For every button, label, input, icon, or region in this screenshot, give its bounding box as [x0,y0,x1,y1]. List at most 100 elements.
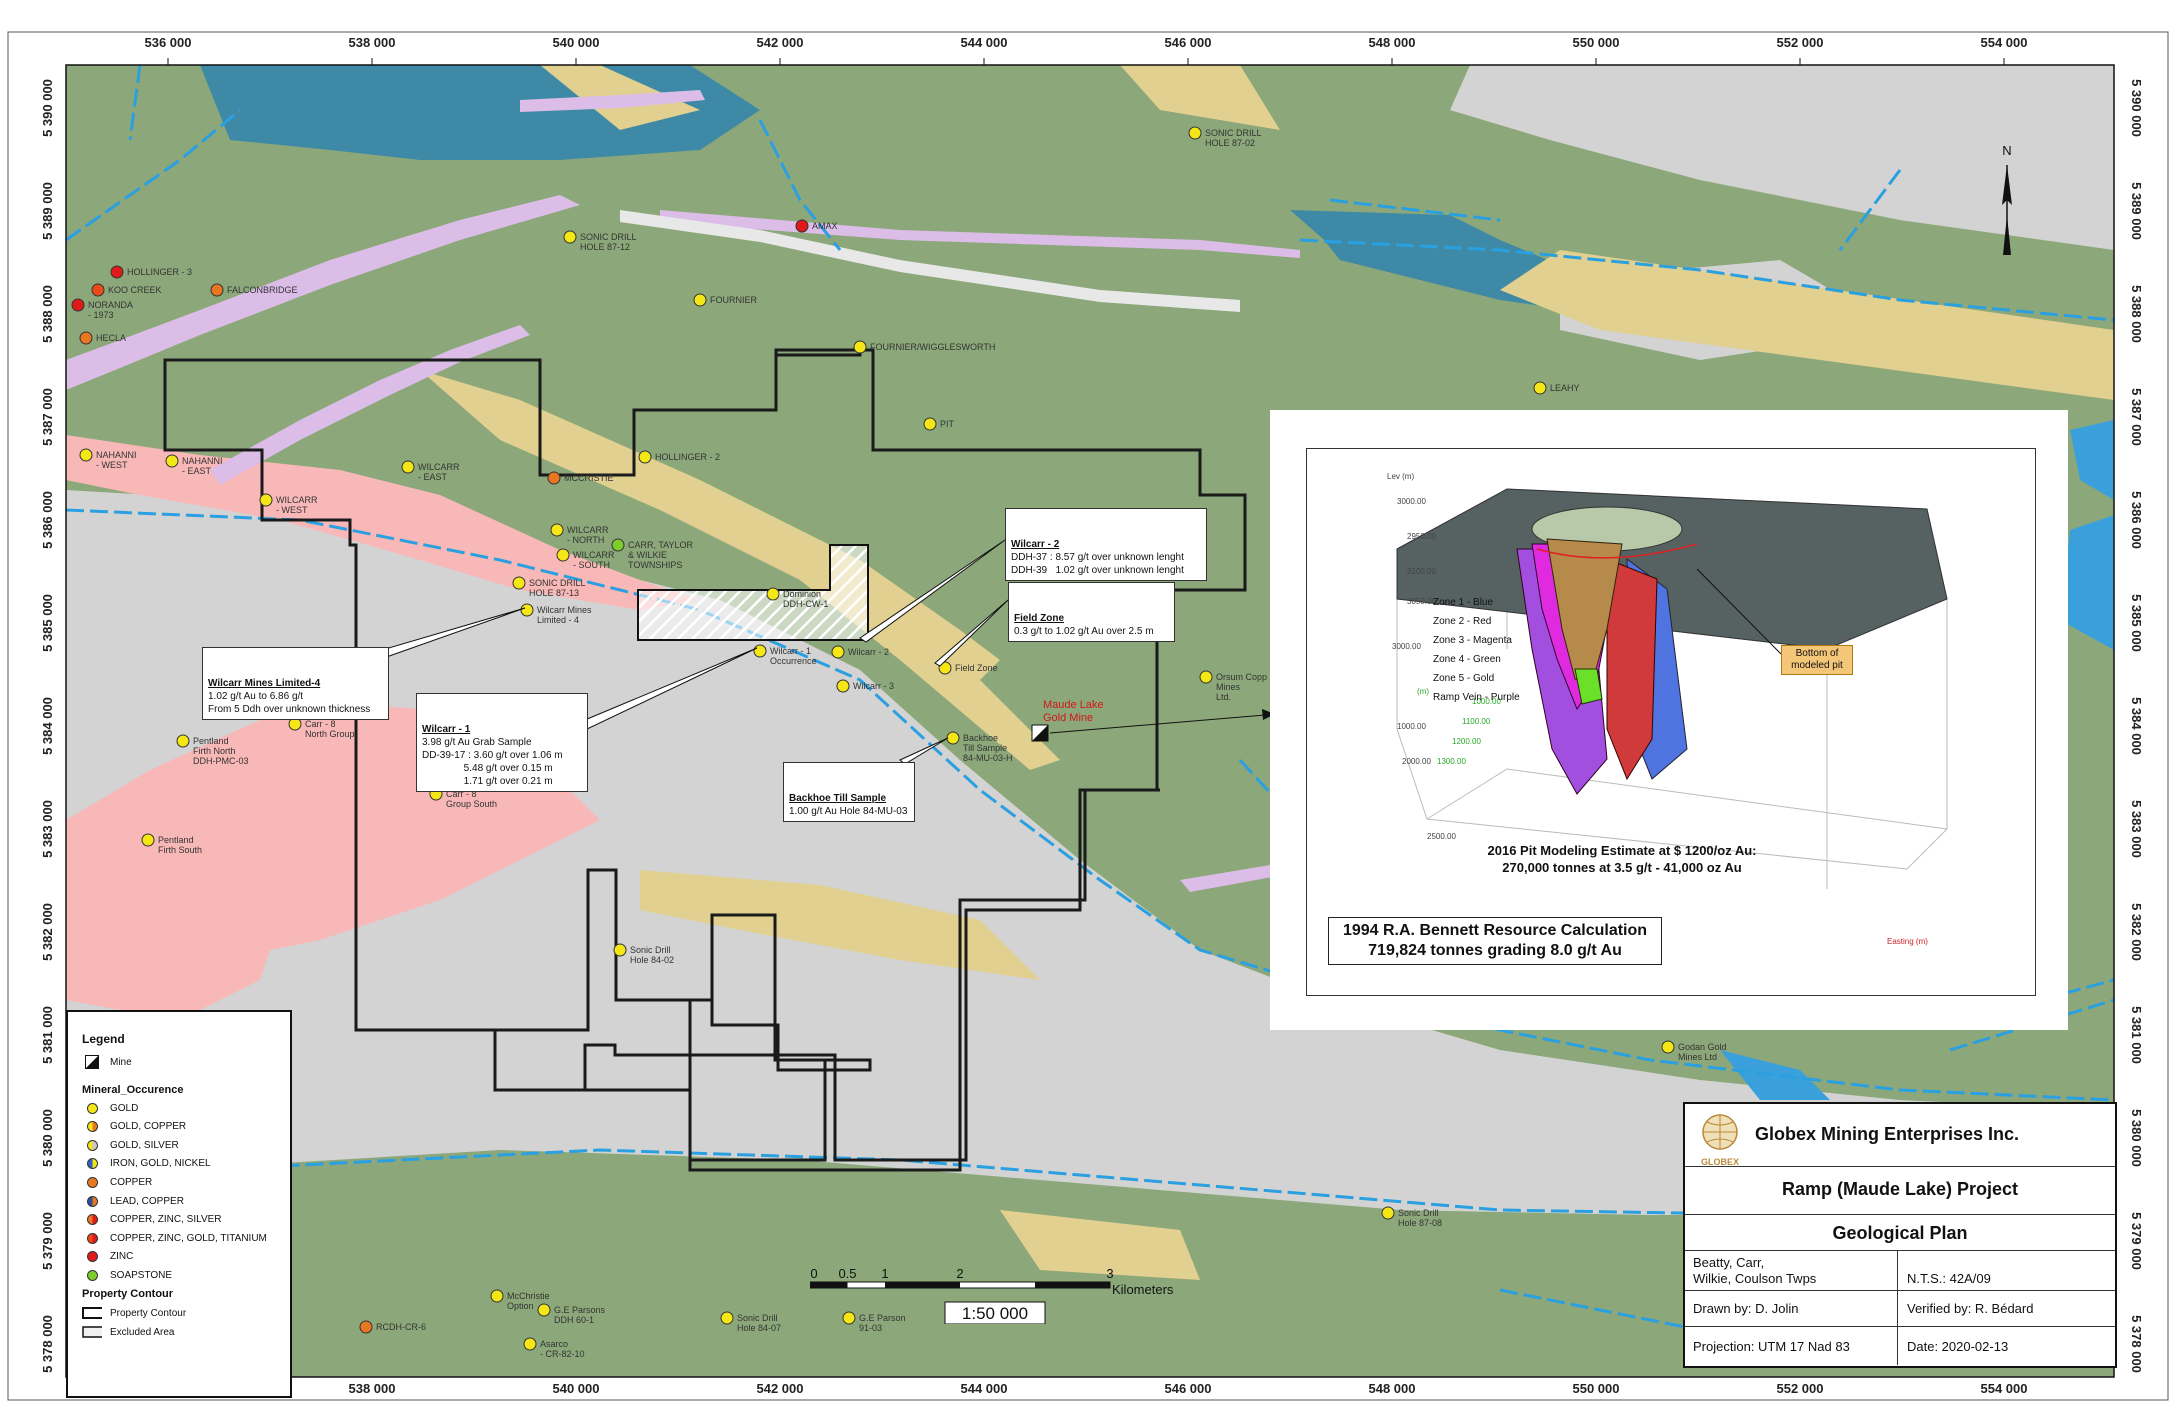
occurrence-marker[interactable] [563,230,577,244]
y-tick-right: 5 383 000 [2129,800,2144,858]
legend-mine: Mine [82,1054,132,1070]
legend-mineral-label: SOAPSTONE [110,1269,173,1281]
mineral-dot-icon [82,1251,102,1263]
axis-y-val-0: 3000.00 [1397,497,1426,506]
tan-unit-n2 [1120,65,1280,130]
tan-unit-s [640,870,1040,980]
axis-unit-m: (m) [1417,687,1429,696]
occurrence-marker[interactable] [842,1311,856,1325]
occurrence-label: Occurrence [770,656,817,666]
x-tick-top: 544 000 [961,35,1008,50]
mineral-dot-icon [82,1139,102,1151]
occurrence-label: HOLLINGER - 2 [655,452,720,462]
occurrence-marker[interactable] [110,265,124,279]
occurrence-marker[interactable] [853,340,867,354]
zone-label-1: Zone 2 - Red [1433,616,1492,627]
occurrence-marker[interactable] [141,833,155,847]
occurrence-marker[interactable] [71,298,85,312]
occurrence-marker[interactable] [490,1289,504,1303]
occurrence-marker[interactable] [1661,1040,1675,1054]
legend-mineral-label: LEAD, COPPER [110,1195,184,1207]
globex-logo: GLOBEX [1695,1112,1745,1167]
occurrence-marker[interactable] [537,1303,551,1317]
occurrence-label: North Group [305,729,355,739]
occurrence-marker[interactable] [79,448,93,462]
occurrence-marker[interactable] [401,460,415,474]
zone-label-3: Zone 4 - Green [1433,654,1501,665]
inset-frame: Lev (m) (m) 3000.00 2950.00 3100.00 3050… [1306,448,2036,996]
occurrence-marker[interactable] [923,417,937,431]
occurrence-marker[interactable] [693,293,707,307]
axis-y-val-4: 3000.00 [1392,642,1421,651]
scale-tick-3: 2 [956,1266,963,1281]
occurrence-marker[interactable] [556,548,570,562]
occurrence-marker[interactable] [946,731,960,745]
bennett-line-2: 719,824 tonnes grading 8.0 g/t Au [1368,942,1622,959]
scale-unit: Kilometers [1112,1282,1174,1297]
legend-mineral-item: LEAD, COPPER [82,1193,184,1209]
occurrence-marker[interactable] [512,576,526,590]
callout-title: Backhoe Till Sample [789,793,887,804]
occurrence-marker[interactable] [613,943,627,957]
legend-mineral-item: COPPER, ZINC, SILVER [82,1212,222,1228]
axis-east-label: Easting (m) [1887,937,1928,946]
occurrence-label: WILCARR [418,462,460,472]
legend-mineral-item: GOLD [82,1100,138,1116]
occurrence-marker[interactable] [638,450,652,464]
x-tick-top: 552 000 [1777,35,1824,50]
legend-property-contour: Property Contour [82,1305,186,1321]
occurrence-marker[interactable] [720,1311,734,1325]
legend-mineral-label: IRON, GOLD, NICKEL [110,1158,211,1170]
occurrence-label: - EAST [182,466,212,476]
occurrence-marker[interactable] [611,538,625,552]
excluded-area [637,544,869,641]
occurrence-marker[interactable] [550,523,564,537]
occurrence-label: Hole 87-08 [1398,1218,1442,1228]
occurrence-marker[interactable] [259,493,273,507]
occurrence-marker[interactable] [91,283,105,297]
occurrence-marker[interactable] [1533,381,1547,395]
occurrence-label: TOWNSHIPS [628,560,682,570]
occurrence-marker[interactable] [1199,670,1213,684]
occurrence-label: Orsum Copp [1216,672,1267,682]
occurrence-marker[interactable] [831,645,845,659]
map-date: Date: 2020-02-13 [1907,1339,2009,1354]
occurrence-marker[interactable] [523,1337,537,1351]
occurrence-marker[interactable] [520,603,534,617]
occurrence-label: Dominion [783,589,821,599]
callout-backhoe: Backhoe Till Sample 1.00 g/t Au Hole 84-M… [783,762,915,822]
occurrence-label: HOLLINGER - 3 [127,267,192,277]
occurrence-marker[interactable] [176,734,190,748]
callout-body: 1.02 g/t Au to 6.86 g/t From 5 Ddh over … [208,691,371,715]
globe-icon [1702,1114,1738,1150]
occurrence-marker[interactable] [210,283,224,297]
occurrence-marker[interactable] [836,679,850,693]
scale-tick-2: 1 [881,1266,888,1281]
occurrence-label: Godan Gold [1678,1042,1727,1052]
occurrence-label: Mines [1216,682,1241,692]
occurrence-marker[interactable] [753,644,767,658]
zone-label-5: Ramp Vein - Purple [1433,692,1520,703]
occurrence-marker[interactable] [547,471,561,485]
occurrence-label: - 1973 [88,310,114,320]
y-tick-left: 5 385 000 [40,594,55,652]
occurrence-marker[interactable] [766,587,780,601]
occurrence-marker[interactable] [79,331,93,345]
occurrence-marker[interactable] [1381,1206,1395,1220]
callout-body: 1.00 g/t Au Hole 84-MU-03 [789,806,908,817]
occurrence-marker[interactable] [359,1320,373,1334]
occurrence-label: & WILKIE [628,550,667,560]
occurrence-marker[interactable] [795,219,809,233]
grey-unit-ne [1450,65,2114,250]
occurrence-marker[interactable] [938,661,952,675]
maude-lake-label: Maude Lake [1043,699,1104,711]
mine-symbol[interactable] [1031,724,1049,742]
occurrence-marker[interactable] [165,454,179,468]
x-tick-top: 548 000 [1369,35,1416,50]
legend-mineral-label: GOLD [110,1102,139,1114]
legend-mineral-item: GOLD, SILVER [82,1137,179,1153]
occurrence-label: Sonic Drill [1398,1208,1439,1218]
occurrence-marker[interactable] [1188,126,1202,140]
y-tick-right: 5 385 000 [2129,594,2144,652]
